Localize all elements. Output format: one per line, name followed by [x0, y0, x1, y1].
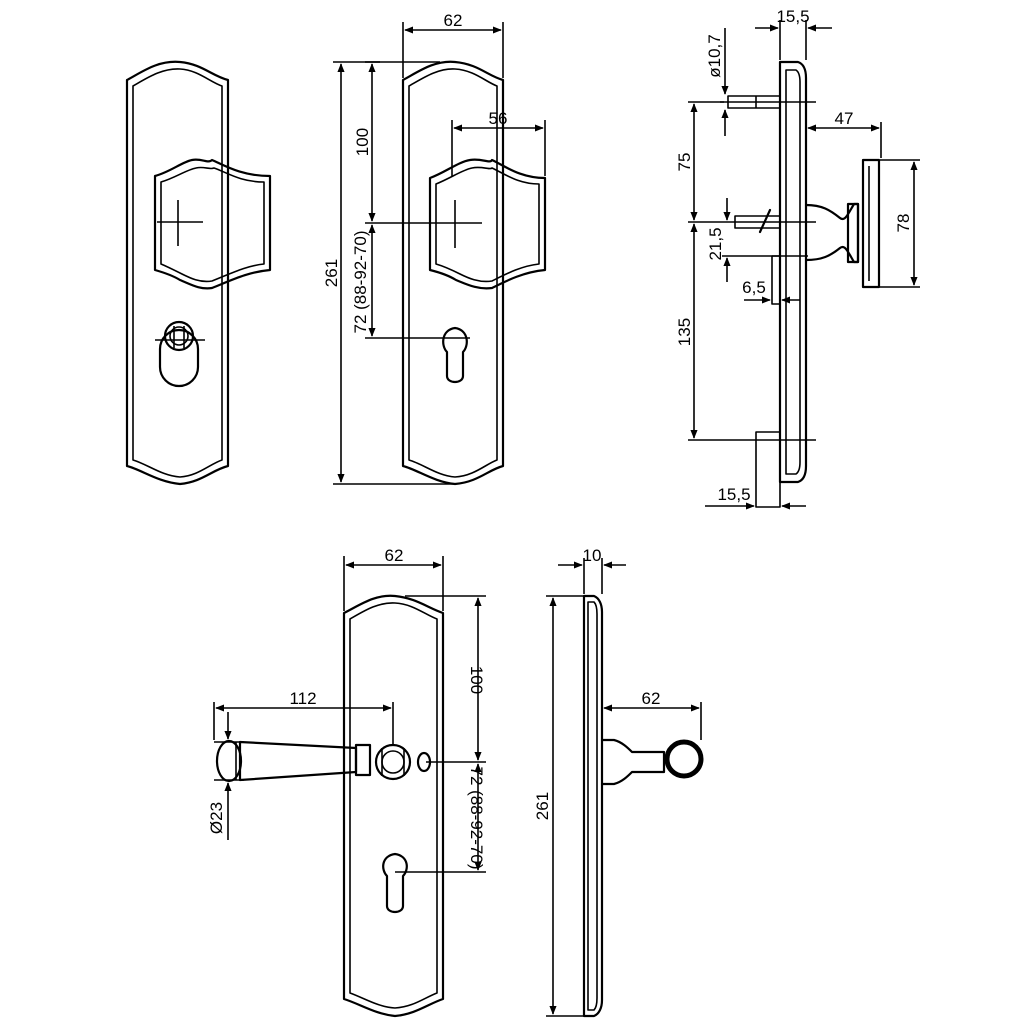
- plate-inner-outline: [132, 68, 223, 478]
- small-bolt: [771, 255, 781, 305]
- front-view-lever-plate: 62 100 72 (88-92-70) 112 Ø23: [207, 546, 486, 1018]
- side-view-lever-plate: 10 261 62: [533, 546, 704, 1018]
- keyhole-cutout: [442, 326, 468, 384]
- side-view-knob-plate: 15,5 ø10,7 75 47 78 21,5 6,5 135: [675, 7, 920, 510]
- knob-rose-inner: [160, 166, 265, 283]
- cylinder-cutout: [158, 328, 200, 388]
- dim-label-lever-side-projection: 62: [642, 689, 661, 708]
- dim-label-lever-side-height: 261: [533, 792, 552, 820]
- dim-label-total-height: 261: [322, 259, 341, 287]
- dim-label-knob-diameter: 78: [894, 214, 913, 233]
- dim-label-lever-side-thickness: 10: [583, 546, 602, 565]
- dim-label-lever-upper: 100: [467, 666, 486, 694]
- plate-outline: [342, 594, 445, 1018]
- dim-label-upper-spacing: 100: [353, 128, 372, 156]
- dim-label-top-width: 62: [444, 11, 463, 30]
- dim-label-lever-length: 112: [289, 689, 316, 708]
- knob-head: [861, 158, 881, 289]
- knob-rose: [428, 158, 547, 290]
- plate-outline: [125, 60, 230, 486]
- dim-label-lower-spacing: 135: [675, 318, 694, 346]
- dim-label-upper-spacing: 75: [675, 153, 694, 172]
- dim-label-lever-plate-width: 62: [385, 546, 404, 565]
- front-view-knob-plate: [125, 60, 272, 486]
- lever-handle: [238, 740, 358, 782]
- plate-inner-outline: [349, 602, 438, 1009]
- plate-inner-outline: [408, 68, 498, 478]
- dim-label-plate-thickness-bottom: 15,5: [717, 485, 750, 504]
- front-view-knob-plate-dimensioned: 62 56 261 100 72 (88-92-70): [322, 11, 547, 486]
- dim-label-lever-lower: 72 (88-92-70): [467, 766, 486, 869]
- lever-rose: [374, 743, 412, 781]
- cylinder-rosette: [163, 320, 195, 352]
- spindle-break-mark: [758, 208, 772, 234]
- dim-label-lever-end-diameter: Ø23: [207, 802, 226, 834]
- knob-rose: [153, 158, 272, 290]
- side-plate-outline: [778, 60, 808, 484]
- dim-label-backset: 72 (88-92-70): [351, 230, 370, 333]
- dim-label-projection: 47: [835, 109, 854, 128]
- cylinder-rosette-inner: [169, 326, 189, 346]
- keyhole-cutout: [382, 852, 408, 914]
- lever-neck: [354, 743, 372, 777]
- knob-collar: [846, 202, 860, 264]
- dim-label-rose-width: 56: [489, 109, 508, 128]
- dim-label-mid-spacing: 21,5: [706, 227, 725, 260]
- lever-rose-inner: [381, 750, 405, 774]
- side-plate-inner: [587, 601, 598, 1011]
- dim-label-bolt-diameter: ø10,7: [705, 34, 724, 77]
- plate-outline: [401, 60, 505, 486]
- dim-label-plate-thickness-top: 15,5: [776, 7, 809, 26]
- lever-side-ring: [664, 739, 704, 779]
- side-plate-outline: [582, 594, 604, 1018]
- dim-label-offset: 6,5: [742, 278, 766, 297]
- side-plate-inner: [785, 69, 801, 475]
- lower-fixing-sleeve: [755, 431, 781, 508]
- knob-neck: [804, 202, 860, 264]
- knob-rose-inner: [435, 166, 540, 283]
- lever-end-cap: [215, 739, 243, 783]
- lever-side-neck: [600, 738, 666, 786]
